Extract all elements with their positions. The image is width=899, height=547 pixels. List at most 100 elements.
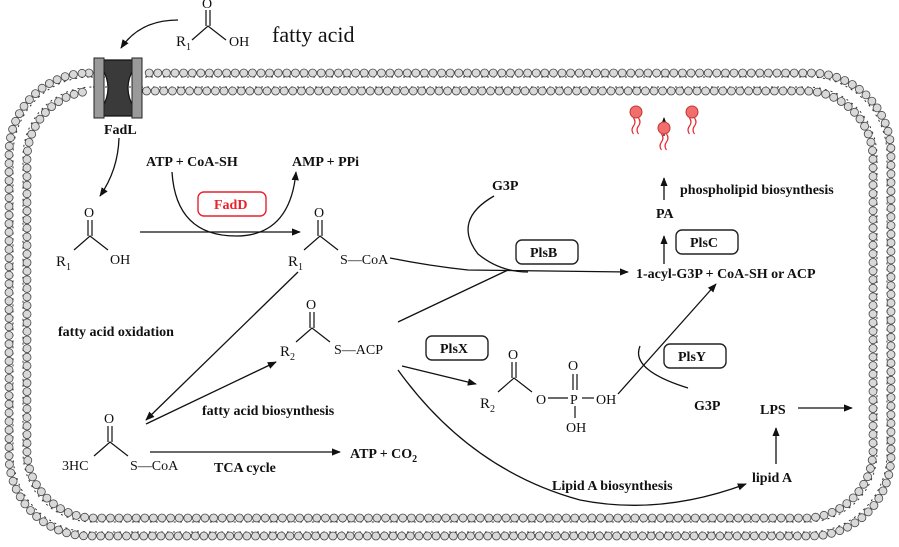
membrane-bead [348, 86, 358, 96]
membrane-bead [886, 255, 896, 265]
membrane-bead [445, 68, 455, 78]
membrane-bead [130, 531, 140, 541]
membrane-bead [36, 487, 46, 497]
membrane-bead [840, 76, 850, 85]
membrane-bead [45, 79, 54, 88]
membrane-bead [52, 75, 62, 85]
membrane-bead [639, 513, 648, 523]
membrane-bead [22, 438, 32, 448]
s-coa-label: S—CoA [340, 253, 389, 268]
membrane-bead [886, 143, 896, 153]
s-coa-bottom-label: S—CoA [130, 459, 179, 474]
membrane-bead [71, 511, 81, 520]
membrane-bead [802, 513, 812, 523]
h3c-label: 3HC [62, 459, 88, 474]
membrane-bead [87, 531, 97, 541]
membrane-bead [744, 86, 753, 96]
membrane-bead [4, 158, 14, 168]
import-arrow [99, 137, 120, 197]
membrane-bead [104, 531, 114, 541]
membrane-bead [268, 531, 278, 541]
membrane-bead [829, 92, 839, 102]
svg-text:2: 2 [490, 404, 495, 415]
membrane-bead [302, 531, 312, 541]
svg-text:R: R [280, 344, 290, 360]
membrane-bead [886, 264, 896, 273]
membrane-bead [868, 189, 878, 199]
membrane-bead [331, 86, 341, 96]
membrane-bead [738, 68, 747, 78]
membrane-bead [150, 86, 160, 96]
phospholipid-tail-icon [664, 133, 669, 151]
membrane-bead [868, 266, 878, 276]
membrane-bead [868, 180, 878, 190]
membrane-bead [510, 513, 519, 523]
membrane-inner-leaflet [22, 86, 878, 523]
membrane-bead [30, 122, 40, 131]
membrane-bead [843, 522, 852, 532]
membrane-bead [886, 324, 896, 334]
membrane-bead [176, 86, 186, 96]
membrane-bead [868, 214, 878, 224]
membrane-bead [886, 358, 896, 368]
membrane-bead [363, 513, 373, 523]
membrane-bead [295, 513, 305, 523]
membrane-bead [609, 68, 618, 78]
membrane-bead [400, 86, 410, 96]
membrane-bead [4, 262, 14, 272]
lipid-a-label: lipid A [752, 471, 793, 486]
membrane-bead [868, 249, 878, 259]
membrane-bead [200, 513, 210, 523]
membrane-bead [886, 281, 896, 291]
membrane-bead [572, 86, 581, 96]
membrane-bead [526, 531, 536, 541]
membrane-bead [49, 499, 58, 509]
membrane-bead [4, 442, 14, 452]
membrane-bead [886, 393, 896, 402]
membrane-bead [159, 86, 169, 96]
membrane-bead [23, 455, 33, 465]
membrane-bead [4, 339, 14, 349]
membrane-bead [886, 221, 896, 230]
membrane-bead [735, 86, 745, 96]
membrane-bead [758, 531, 768, 541]
membrane-bead [886, 418, 896, 428]
membrane-bead [424, 513, 434, 523]
membrane-bead [22, 258, 32, 268]
svg-text:O: O [306, 298, 316, 313]
membrane-bead [428, 68, 438, 78]
membrane-bead [643, 68, 653, 78]
membrane-bead [243, 513, 253, 523]
fatty-acid-label: fatty acid [272, 22, 354, 47]
membrane-bead [812, 87, 822, 97]
amp-ppi-label: AMP + PPi [292, 155, 359, 170]
membrane-bead [566, 68, 575, 78]
membrane-bead [886, 152, 896, 162]
membrane-bead [886, 246, 896, 256]
membrane-bead [22, 378, 32, 388]
membrane-bead [698, 531, 708, 541]
membrane-bead [22, 240, 32, 250]
membrane-bead [613, 513, 623, 523]
membrane-bead [868, 378, 878, 388]
membrane-bead [362, 531, 372, 541]
membrane-bead [391, 86, 401, 96]
membrane-bead [827, 508, 837, 517]
membrane-bead [857, 513, 867, 523]
membrane-bead [509, 531, 518, 541]
membrane-bead [527, 513, 537, 523]
membrane-bead [22, 326, 32, 336]
membrane-bead [319, 531, 329, 541]
membrane-bead [863, 507, 873, 517]
plsY-enzyme-box: PlsY [663, 343, 727, 369]
membrane-bead [776, 513, 786, 523]
membrane-bead [794, 513, 803, 523]
membrane-bead [285, 531, 295, 541]
membrane-bead [787, 86, 796, 96]
membrane-bead [886, 272, 896, 282]
membrane-bead [311, 531, 321, 541]
uptake-arrow [120, 19, 179, 49]
membrane-bead [868, 275, 878, 285]
membrane-bead [886, 160, 896, 170]
membrane-bead [863, 129, 873, 139]
